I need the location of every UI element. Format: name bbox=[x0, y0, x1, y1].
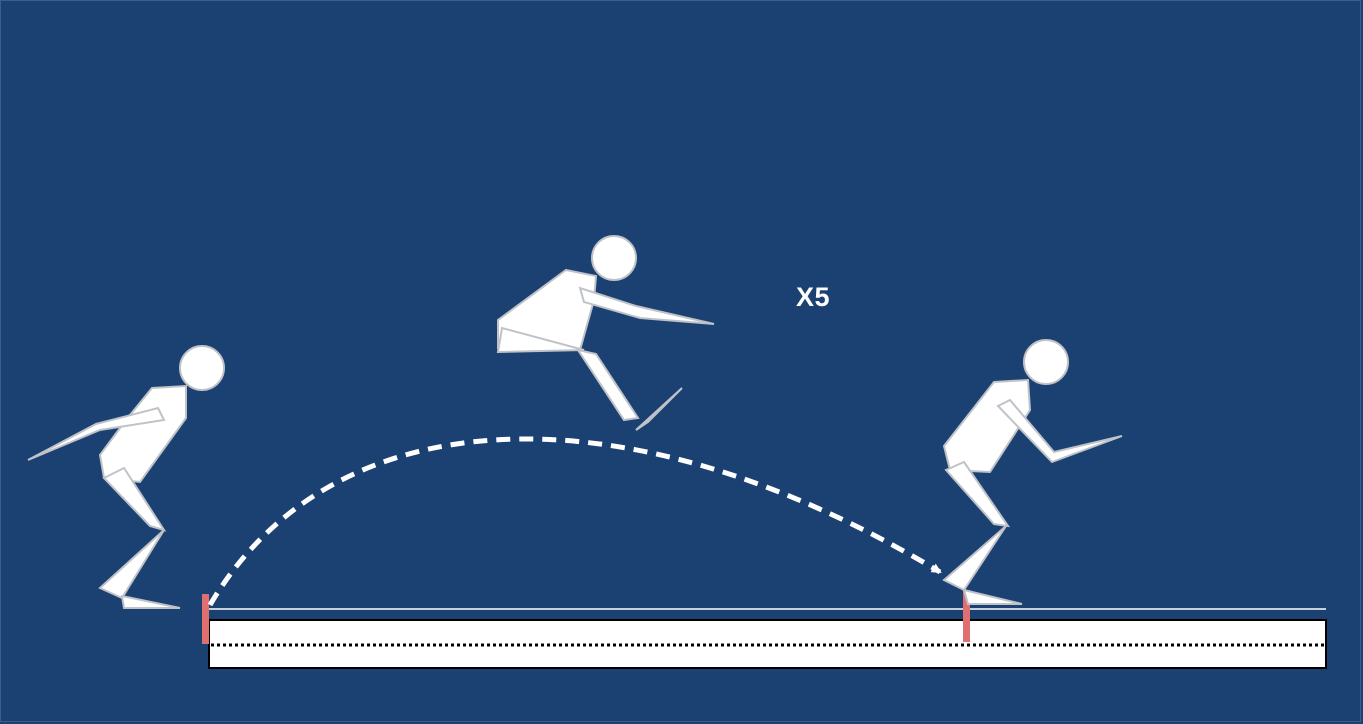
start-figure-shin bbox=[100, 530, 164, 598]
flight-figure-shin bbox=[578, 350, 638, 420]
start-figure-head bbox=[180, 346, 224, 390]
landing-figure bbox=[944, 340, 1122, 604]
repetition-label: X5 bbox=[796, 282, 830, 313]
flight-figure-arm bbox=[580, 288, 714, 324]
takeoff-marker bbox=[202, 594, 209, 644]
jump-mat bbox=[209, 620, 1326, 668]
flight-figure-foot bbox=[636, 388, 682, 430]
landing-figure-head bbox=[1024, 340, 1068, 384]
start-figure-torso bbox=[100, 386, 186, 482]
landing-figure-shin bbox=[944, 526, 1006, 590]
start-crouch-figure bbox=[28, 346, 224, 608]
jump-trajectory-arrow bbox=[210, 439, 940, 605]
landing-figure-foot bbox=[964, 590, 1022, 604]
flight-figure bbox=[498, 236, 714, 430]
flight-figure-head bbox=[592, 236, 636, 280]
start-figure-foot bbox=[122, 596, 180, 608]
